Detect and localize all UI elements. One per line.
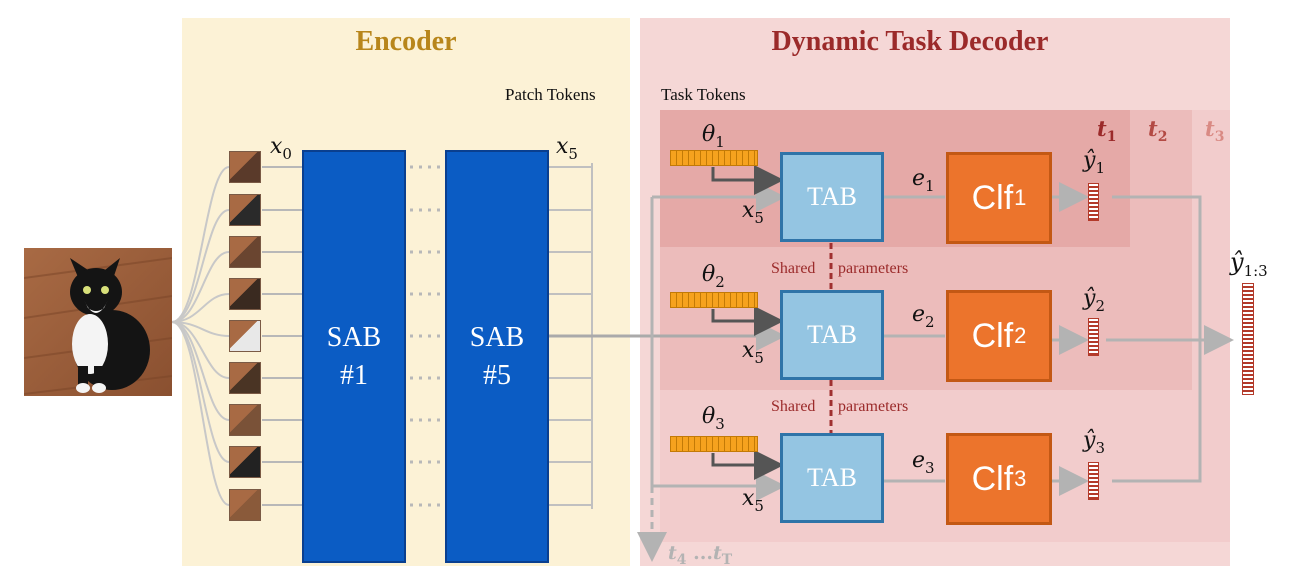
tab-block-2: TAB: [780, 290, 884, 380]
tab-block-1: TAB: [780, 152, 884, 242]
theta-label-3: θ3: [702, 404, 725, 433]
x5-decoder-label-3: x5: [742, 486, 764, 515]
patch-thumbnail: [229, 320, 261, 352]
shared-label-1: Shared: [771, 260, 816, 277]
output-combined-vector: [1242, 283, 1254, 395]
theta-label-1: θ1: [702, 122, 725, 151]
output-label: ŷ1:3: [1230, 248, 1268, 280]
tab-block-3: TAB: [780, 433, 884, 523]
task-token-1: [670, 150, 758, 166]
patch-thumbnail: [229, 194, 261, 226]
encoder-title: Encoder: [355, 26, 457, 57]
task-region-label-2: t2: [1148, 116, 1168, 145]
y-hat-vector-3: [1088, 462, 1099, 500]
patch-thumbnail: [229, 362, 261, 394]
sab-block-5: SAB#5: [445, 150, 549, 563]
y-hat-label-2: ŷ2: [1083, 286, 1105, 315]
future-tasks-label: t4 ...tT: [668, 542, 733, 568]
task-region-label-3: t3: [1205, 116, 1225, 145]
input-cat-image: [24, 248, 172, 396]
e-label-2: e2: [912, 302, 935, 331]
patch-thumbnail: [229, 489, 261, 521]
patch-thumbnail: [229, 278, 261, 310]
fan-line: [171, 321, 230, 463]
e-label-1: e1: [912, 166, 935, 195]
task-token-2: [670, 292, 758, 308]
fan-line: [171, 209, 230, 323]
sab-block-1: SAB#1: [302, 150, 406, 563]
fan-line: [171, 321, 230, 506]
e-label-3: e3: [912, 448, 935, 477]
patch-tokens-label: Patch Tokens: [505, 85, 596, 104]
fan-line: [171, 166, 230, 323]
parameters-label-2: parameters: [838, 398, 909, 415]
x0-label: x0: [270, 134, 292, 163]
patch-thumbnail: [229, 151, 261, 183]
y-hat-label-1: ŷ1: [1083, 148, 1105, 177]
patch-thumbnail: [229, 404, 261, 436]
fan-line: [171, 251, 230, 323]
y-hat-label-3: ŷ3: [1083, 428, 1105, 457]
x5-decoder-label-1: x5: [742, 198, 764, 227]
shared-label-2: Shared: [771, 398, 816, 415]
task-tokens-label: Task Tokens: [661, 85, 746, 104]
y-hat-vector-1: [1088, 183, 1099, 221]
fan-line: [171, 293, 230, 323]
x5-encoder-label: x5: [556, 134, 578, 163]
theta-label-2: θ2: [702, 262, 725, 291]
patch-thumbnail: [229, 236, 261, 268]
task-region-label-1: t1: [1097, 116, 1117, 145]
x5-decoder-label-2: x5: [742, 338, 764, 367]
task-token-3: [670, 436, 758, 452]
parameters-label-1: parameters: [838, 260, 909, 277]
y-hat-vector-2: [1088, 318, 1099, 356]
decoder-title: Dynamic Task Decoder: [771, 26, 1049, 57]
patch-thumbnail: [229, 446, 261, 478]
